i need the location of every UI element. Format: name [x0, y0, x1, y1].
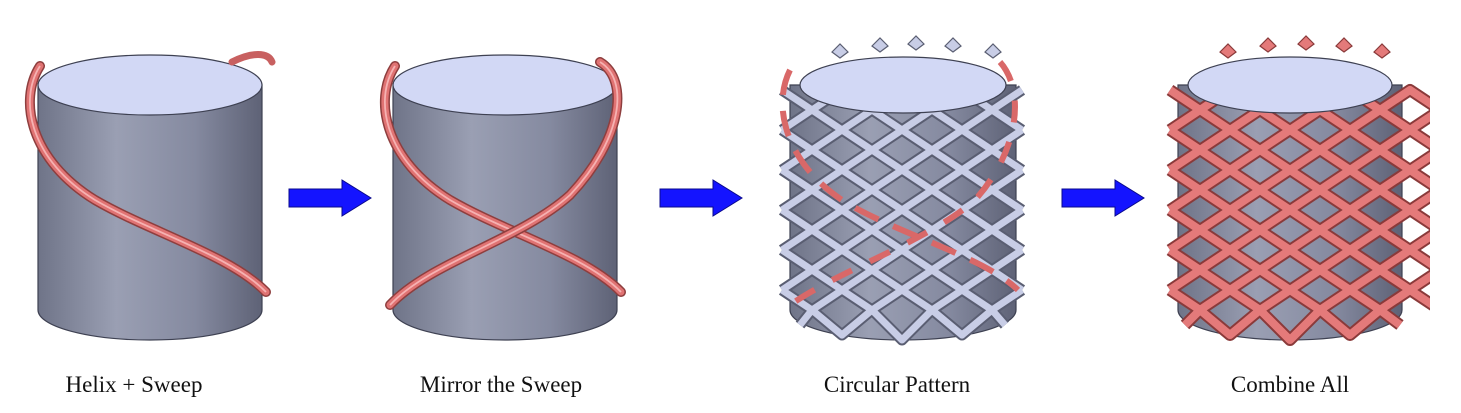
- step-2-mirror-sweep: [379, 54, 626, 341]
- step-1-helix-sweep: [24, 51, 276, 341]
- helix-sweep-1: [24, 51, 276, 297]
- step-4-combine-all: [1166, 35, 1430, 346]
- step-4-label: Combine All: [1230, 372, 1350, 397]
- cylinder-2: [392, 54, 618, 341]
- right-arrow-icon: [1061, 179, 1145, 217]
- cylinder-3-top: [799, 56, 1007, 114]
- step-1-label: Helix + Sweep: [65, 372, 203, 397]
- step-3-circular-pattern: [778, 35, 1026, 346]
- right-arrow-icon: [659, 179, 743, 217]
- combined-top-nodes: [1219, 35, 1391, 59]
- step-3-label: Circular Pattern: [823, 372, 971, 397]
- mirrored-sweep: [385, 57, 623, 310]
- lattice-top-nodes: [831, 35, 1002, 59]
- helix-sweep-2: [379, 61, 626, 297]
- cylinder-1: [37, 54, 263, 341]
- cylinder-4-top: [1187, 56, 1393, 114]
- step-2-label: Mirror the Sweep: [419, 372, 583, 397]
- right-arrow-icon: [288, 179, 372, 217]
